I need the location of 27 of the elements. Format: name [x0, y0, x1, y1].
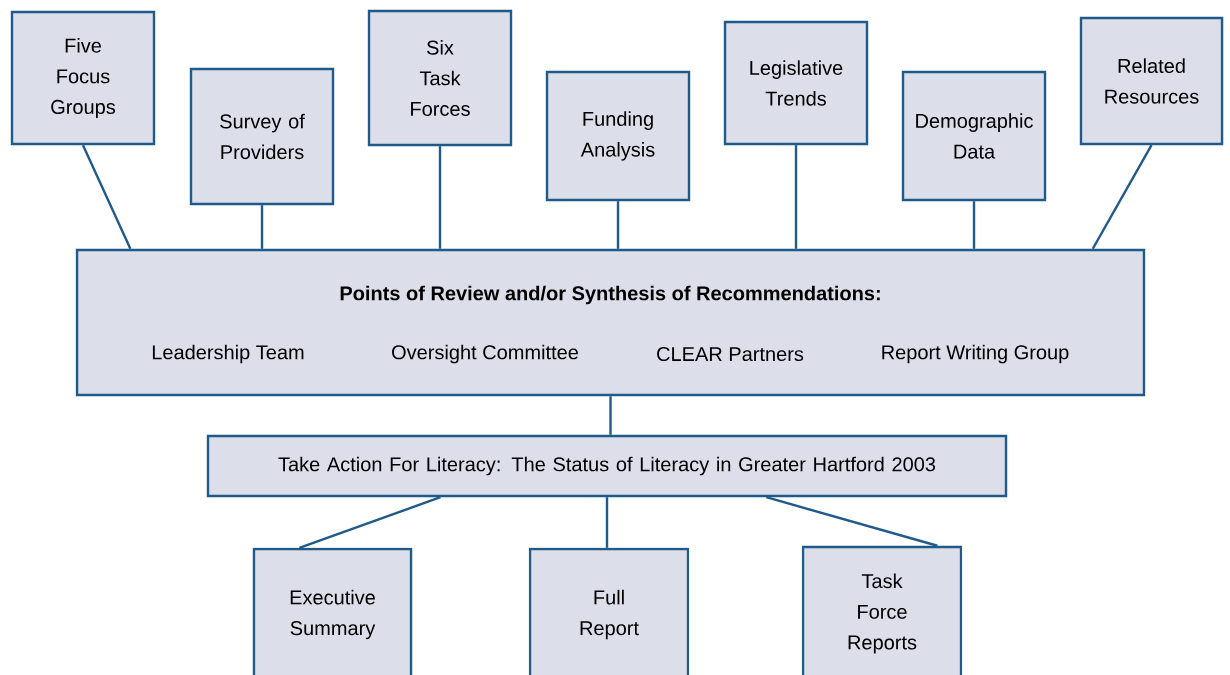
source-box: Related Resources — [1079, 16, 1224, 146]
source-box: Survey of Providers — [189, 67, 335, 206]
title-box: Take Action For Literacy: The Status of Literacy in Greater Hartford 2003 — [206, 434, 1008, 498]
connector-line — [298, 496, 441, 549]
connector-line — [605, 497, 609, 548]
source-box: Legislative Trends — [723, 20, 869, 146]
output-box: Full Report — [528, 547, 690, 675]
connector-line — [81, 144, 132, 250]
source-box: Funding Analysis — [545, 70, 691, 202]
member-label: CLEAR Partners — [657, 346, 804, 362]
box-heading: Points of Review and/or Synthesis of Recommendations: — [340, 285, 880, 305]
connector-line — [260, 205, 264, 249]
member-label: Report Writing Group — [882, 344, 1069, 364]
connector-line — [438, 146, 442, 249]
connector-line — [609, 396, 612, 435]
connector-line — [972, 201, 976, 249]
connector-line — [765, 496, 938, 547]
connector-line — [794, 145, 798, 249]
output-box: Task Force Reports — [801, 545, 963, 675]
output-box: Executive Summary — [252, 547, 413, 675]
source-box: Demographic Data — [901, 70, 1047, 202]
connector-line — [616, 201, 620, 249]
connector-line — [1091, 144, 1153, 250]
member-label: Oversight Committee — [392, 344, 578, 364]
source-box: Five Focus Groups — [10, 10, 156, 146]
source-box: Six Task Forces — [367, 9, 513, 147]
member-label: Leadership Team — [152, 344, 304, 364]
